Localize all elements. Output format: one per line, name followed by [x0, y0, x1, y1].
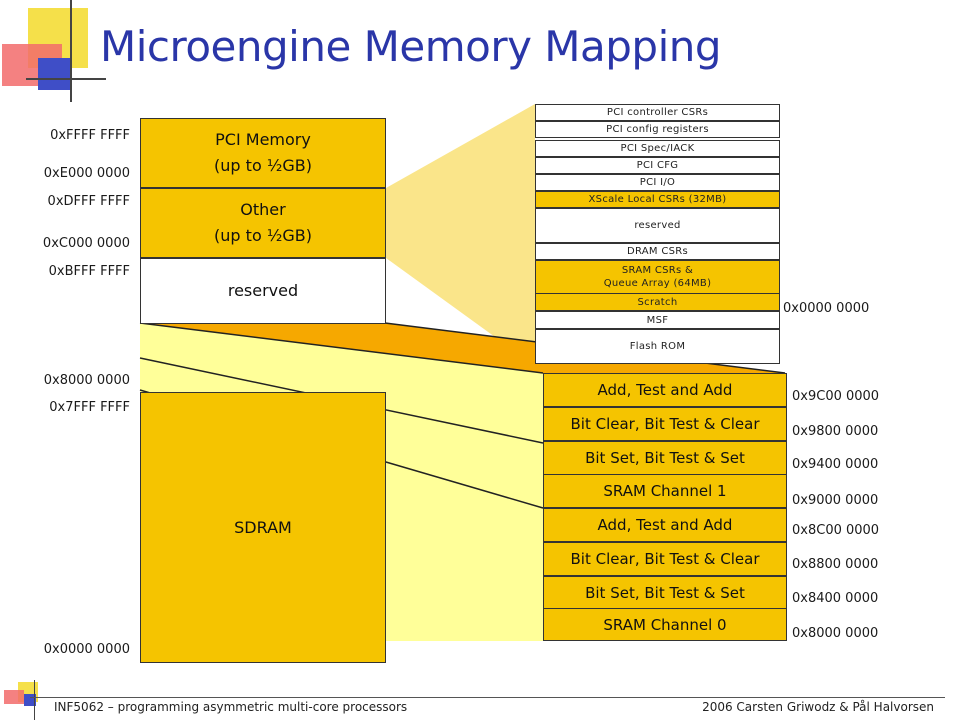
footer-logo-decoration [0, 680, 60, 720]
pci-map-entry: PCI I/O [535, 174, 780, 191]
pci-map-entry: PCI config registers [535, 121, 780, 138]
pci-map-entry: Flash ROM [535, 329, 780, 364]
pci-map-entry: DRAM CSRs [535, 243, 780, 260]
entry-label: Bit Set, Bit Test & Set [585, 449, 745, 467]
address-label: 0x9400 0000 [792, 457, 879, 472]
address-label: 0xFFFF FFFF [50, 128, 130, 143]
address-label: 0xDFFF FFFF [47, 194, 130, 209]
address-label: 0x9C00 0000 [792, 389, 880, 404]
block-label: SDRAM [234, 517, 292, 537]
entry-label: DRAM CSRs [626, 246, 689, 257]
page-title: Microengine Memory Mapping [100, 22, 722, 71]
entry-label: SRAM CSRs & [621, 265, 694, 276]
block-sublabel: (up to ½GB) [214, 226, 312, 245]
entry-label: PCI CFG [636, 160, 679, 171]
pci-map-entry: reserved [535, 208, 780, 243]
entry-label: Bit Set, Bit Test & Set [585, 583, 745, 602]
sram-map-entry: Bit Set, Bit Test & Set [543, 441, 787, 475]
address-label: 0x9000 0000 [792, 493, 879, 508]
entry-label: SRAM Channel 1 [603, 482, 727, 500]
address-label: 0x8C00 0000 [792, 523, 880, 538]
block-label: Other [240, 200, 286, 219]
pci-map-entry: PCI controller CSRs [535, 104, 780, 121]
sram-map-entry: Bit Clear, Bit Test & Clear [543, 407, 787, 441]
pci-memory-block: PCI Memory (up to ½GB) [140, 118, 386, 188]
block-label: reserved [227, 281, 299, 300]
sram-map-entry: Add, Test and Add [543, 373, 787, 407]
footer-authors: 2006 Carsten Griwodz & Pål Halvorsen [702, 700, 934, 714]
pci-map-entry: PCI CFG [535, 157, 780, 174]
entry-label: Queue Array (64MB) [603, 278, 712, 289]
pci-map-entry: XScale Local CSRs (32MB) [535, 191, 780, 208]
address-label: 0x0000 0000 [783, 301, 870, 316]
reserved-block: reserved [140, 258, 386, 324]
address-label: 0x8000 0000 [43, 373, 130, 388]
logo-decoration [0, 0, 110, 105]
entry-label: Add, Test and Add [597, 381, 733, 399]
entry-label: Bit Clear, Bit Test & Clear [570, 415, 760, 433]
entry-label: Scratch [637, 296, 678, 308]
address-label: 0x0000 0000 [43, 642, 130, 657]
footer-divider [30, 697, 945, 698]
entry-label: MSF [646, 314, 669, 326]
entry-label: XScale Local CSRs (32MB) [588, 194, 727, 205]
entry-label: SRAM Channel 0 [603, 615, 727, 634]
sram-map-entry: Bit Clear, Bit Test & Clear [543, 542, 787, 576]
address-label: 0xC000 0000 [42, 236, 130, 251]
pci-map-entry: SRAM CSRs & Queue Array (64MB) [535, 260, 780, 294]
address-label: 0x8800 0000 [792, 557, 879, 572]
sram-map-entry: Bit Set, Bit Test & Set [543, 576, 787, 609]
sdram-block: SDRAM [140, 392, 386, 663]
sram-map-entry: SRAM Channel 0 [543, 609, 787, 641]
entry-label: PCI config registers [606, 124, 709, 135]
entry-label: PCI I/O [639, 177, 676, 188]
address-label: 0x8400 0000 [792, 591, 879, 606]
entry-label: Bit Clear, Bit Test & Clear [570, 550, 760, 568]
other-block: Other (up to ½GB) [140, 188, 386, 258]
sram-map-entry: SRAM Channel 1 [543, 475, 787, 508]
address-label: 0x7FFF FFFF [49, 400, 130, 415]
sram-map-entry: Add, Test and Add [543, 508, 787, 542]
block-sublabel: (up to ½GB) [214, 156, 312, 175]
entry-label: Flash ROM [629, 341, 686, 352]
footer-course: INF5062 – programming asymmetric multi-c… [54, 700, 408, 714]
address-label: 0xE000 0000 [43, 166, 130, 181]
address-label: 0x8000 0000 [792, 626, 879, 641]
pci-map-entry: Scratch [535, 294, 780, 311]
entry-label: reserved [634, 220, 681, 231]
pci-map-entry: MSF [535, 311, 780, 329]
block-label: PCI Memory [215, 130, 311, 149]
entry-label: PCI controller CSRs [606, 107, 709, 118]
address-label: 0x9800 0000 [792, 424, 879, 439]
address-label: 0xBFFF FFFF [48, 264, 130, 279]
entry-label: PCI Spec/IACK [620, 143, 695, 154]
entry-label: Add, Test and Add [597, 516, 733, 534]
pci-map-entry: PCI Spec/IACK [535, 140, 780, 157]
